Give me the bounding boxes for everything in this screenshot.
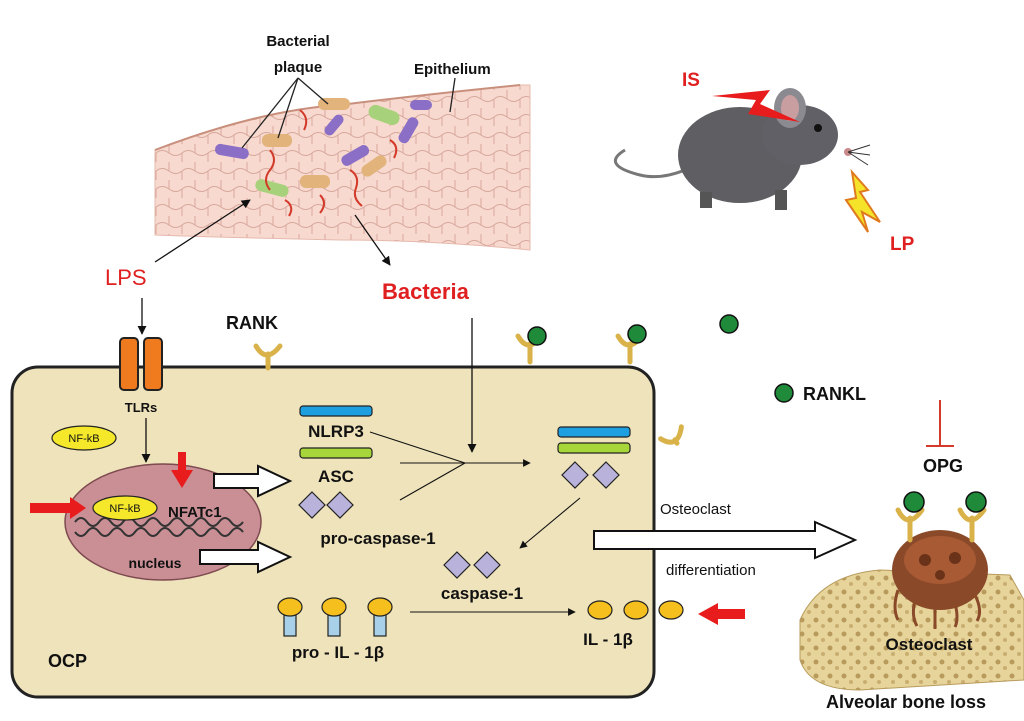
lps-label: LPS — [105, 265, 147, 290]
is-lightning-icon — [712, 90, 800, 122]
bacterial-plaque-label-2: plaque — [274, 59, 322, 76]
pro-il-molecules — [277, 597, 393, 637]
nlrp3-bar — [299, 405, 373, 417]
asc-bar — [299, 447, 373, 459]
nlrp3-label: NLRP3 — [308, 422, 364, 441]
differentiation-arrow-icon — [593, 520, 858, 560]
inflammasome-asc-bar — [557, 442, 631, 454]
is-label: IS — [682, 70, 700, 91]
inflammasome-caspase-diamonds — [561, 461, 620, 489]
mouse-illustration — [613, 88, 871, 210]
il-label: IL - 1β — [583, 630, 633, 649]
opg-label: OPG — [923, 456, 963, 476]
lp-label: LP — [890, 234, 915, 255]
epithelium-label: Epithelium — [414, 61, 491, 78]
tlrs-label: TLRs — [125, 400, 158, 415]
pro-il-label: pro - IL - 1β — [292, 643, 384, 662]
rank-rankl-complexes — [515, 324, 684, 446]
tlr-receptor — [119, 337, 163, 391]
rankl-free-icon — [719, 314, 739, 334]
asc-label: ASC — [318, 467, 354, 486]
bacteria-label: Bacteria — [382, 279, 470, 304]
bacterial-plaque-label-1: Bacterial — [266, 33, 329, 50]
dna-strand-2 — [74, 527, 244, 537]
red-arrow-il-icon — [698, 603, 745, 625]
pro-caspase-label: pro-caspase-1 — [320, 529, 435, 548]
ocp-label: OCP — [48, 651, 87, 671]
rankl-label: RANKL — [803, 384, 866, 404]
osteoclast-label: Osteoclast — [886, 635, 973, 654]
alveolar-bone-loss-label: Alveolar bone loss — [826, 692, 986, 712]
il-molecules — [587, 600, 684, 620]
pro-caspase-diamonds — [298, 491, 354, 519]
nfkb-nucleus-label: NF-kB — [109, 503, 140, 515]
dna-strand-1 — [74, 517, 244, 527]
caspase-diamonds — [443, 551, 501, 579]
lp-lightning-icon — [844, 168, 881, 233]
nucleus-label: nucleus — [129, 555, 182, 571]
nfkb-nucleus-badge — [92, 495, 158, 521]
epithelium-illustration — [154, 77, 531, 251]
osteoclast-illustration — [799, 491, 1024, 691]
bacteria-cluster — [215, 98, 432, 217]
nfkb-cytoplasm-badge — [51, 425, 117, 451]
nfatc1-label: NFATc1 — [168, 504, 222, 521]
inflammasome-nlrp3-bar — [557, 426, 631, 438]
osteoclast-diff-label-1: Osteoclast — [660, 501, 732, 518]
hollow-arrow-upper-icon — [213, 464, 293, 498]
red-arrow-nfatc1-icon — [171, 452, 193, 488]
rankl-legend-icon — [774, 383, 794, 403]
nfkb-cytoplasm-label: NF-kB — [68, 433, 99, 445]
osteoclast-diff-label-2: differentiation — [666, 562, 756, 579]
hollow-arrow-lower-icon — [199, 540, 293, 574]
caspase-label: caspase-1 — [441, 584, 523, 603]
rank-label: RANK — [226, 313, 278, 333]
rank-receptor-icon — [253, 343, 283, 371]
red-arrow-nfkb-icon — [30, 497, 86, 519]
